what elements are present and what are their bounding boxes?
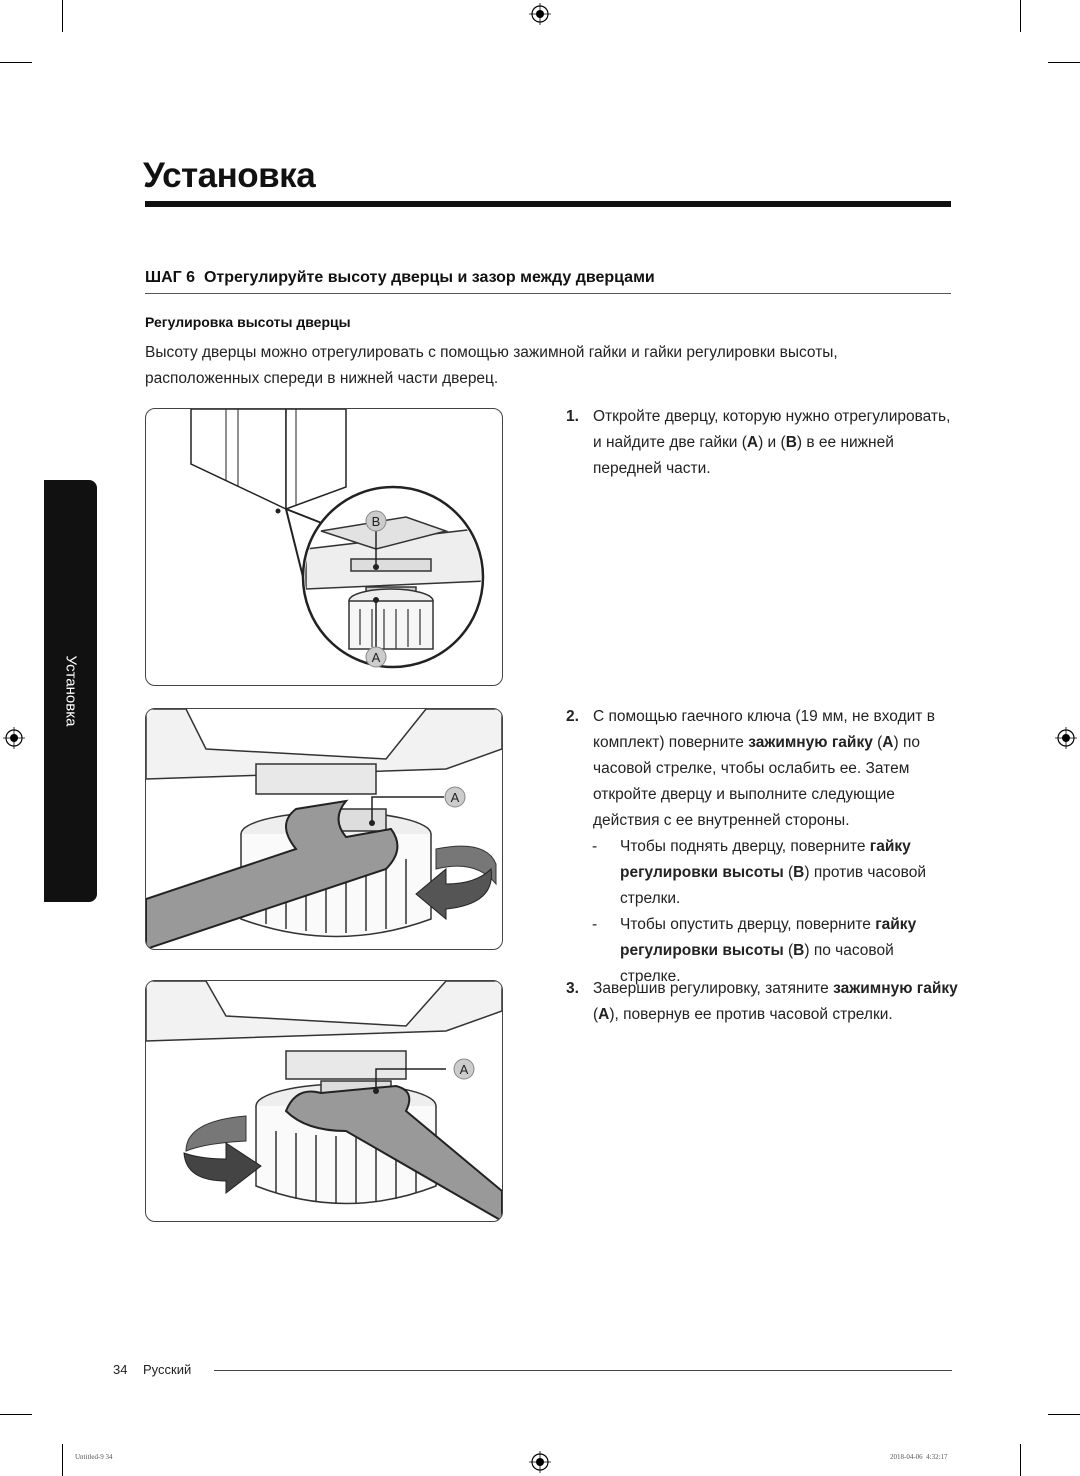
step-text: ) и ( — [758, 434, 786, 451]
figure-loosen-nut: A — [145, 708, 503, 950]
figure-door-bottom: B A — [145, 408, 503, 686]
sub-item-lower: - Чтобы опустить дверцу, поверните гайку… — [566, 912, 958, 990]
crop-mark — [62, 1444, 63, 1476]
page-number: 34 — [113, 1362, 128, 1377]
step-text: Чтобы опустить дверцу, поверните — [620, 916, 876, 933]
ref-b: B — [793, 942, 805, 959]
footer-language: Русский — [143, 1362, 192, 1377]
step-rule — [145, 293, 951, 294]
step-text: ) по часовой стрелке, чтобы ослабить ее.… — [593, 734, 920, 829]
page-title: Установка — [143, 156, 316, 195]
step-text: ( — [593, 1006, 599, 1023]
section-subheading: Регулировка высоты дверцы — [145, 314, 351, 330]
registration-mark-icon — [1055, 727, 1077, 749]
step-title: Отрегулируйте высоту дверцы и зазор межд… — [203, 269, 655, 286]
tighten-nut-illustration: A — [146, 981, 502, 1221]
dash-bullet: - — [592, 916, 598, 933]
step-label: ШАГ 6 — [145, 269, 196, 286]
step-text: Откройте дверцу, которую нужно отрегулир… — [593, 408, 951, 451]
crop-mark — [1020, 0, 1021, 32]
step-3: 3. Завершив регулировку, затяните зажимн… — [566, 976, 958, 1028]
list-item: 1. Откройте дверцу, которую нужно отрегу… — [566, 404, 958, 482]
step-text: ( — [783, 942, 794, 959]
crop-mark — [1048, 62, 1080, 63]
ref-a: A — [882, 734, 894, 751]
step-text: ) против часовой стрелки. — [620, 864, 927, 907]
title-rule — [145, 201, 951, 207]
step-heading: ШАГ 6 Отрегулируйте высоту дверцы и зазо… — [145, 269, 655, 287]
nut-name: зажимную гайку — [833, 980, 958, 997]
ref-b: B — [793, 864, 805, 881]
registration-mark-icon — [529, 3, 551, 25]
step-text: Завершив регулировку, затяните — [593, 980, 834, 997]
step-text: С помощью гаечного ключа (19 мм, не вход… — [593, 708, 935, 751]
step-1: 1. Откройте дверцу, которую нужно отрегу… — [566, 404, 958, 482]
side-tab-label: Установка — [62, 655, 79, 727]
print-slug-left: Untitled-9 34 — [75, 1453, 113, 1461]
crop-mark — [0, 62, 32, 63]
step-text: ), повернув ее против часовой стрелки. — [609, 1006, 893, 1023]
ref-a: A — [598, 1006, 610, 1023]
list-item: 3. Завершив регулировку, затяните зажимн… — [566, 976, 958, 1028]
callout-a-label: A — [460, 1062, 469, 1077]
list-item: 2. С помощью гаечного ключа (19 мм, не в… — [566, 704, 958, 834]
ref-b: B — [785, 434, 797, 451]
intro-paragraph: Высоту дверцы можно отрегулировать с пом… — [145, 344, 838, 387]
step-text: ) в ее нижней передней части. — [593, 434, 894, 477]
callout-a-label: A — [372, 650, 381, 665]
footer-rule — [214, 1370, 952, 1371]
crop-mark — [62, 0, 63, 32]
loosen-nut-illustration: A — [146, 709, 502, 949]
print-slug-right: 2018-04-06 ‪ 4:32:17 — [890, 1453, 948, 1461]
step-text: ( — [783, 864, 794, 881]
ref-a: A — [746, 434, 759, 451]
side-section-tab: Установка — [44, 480, 97, 902]
callout-a-label: A — [451, 790, 460, 805]
nut-name: гайку регулировки высоты — [620, 916, 917, 959]
step-text: ) по часовой стрелке. — [620, 942, 894, 985]
callout-b-label: B — [372, 514, 381, 529]
crop-mark — [1048, 1414, 1080, 1415]
step-number: 3. — [566, 980, 579, 997]
nut-name: гайку регулировки высоты — [620, 838, 911, 881]
registration-mark-icon — [3, 727, 25, 749]
crop-mark — [1020, 1444, 1021, 1476]
step-text: Чтобы поднять дверцу, поверните — [620, 838, 870, 855]
door-bottom-illustration: B A — [190, 409, 485, 669]
step-number: 1. — [566, 408, 579, 425]
registration-mark-icon — [529, 1451, 551, 1473]
crop-mark — [0, 1414, 32, 1415]
step-number: 2. — [566, 708, 579, 725]
dash-bullet: - — [592, 838, 598, 855]
sub-item-raise: - Чтобы поднять дверцу, поверните гайку … — [566, 834, 958, 912]
step-text: ( — [872, 734, 883, 751]
figure-tighten-nut: A — [145, 980, 503, 1222]
step-2: 2. С помощью гаечного ключа (19 мм, не в… — [566, 704, 958, 990]
nut-name: зажимную гайку — [748, 734, 873, 751]
